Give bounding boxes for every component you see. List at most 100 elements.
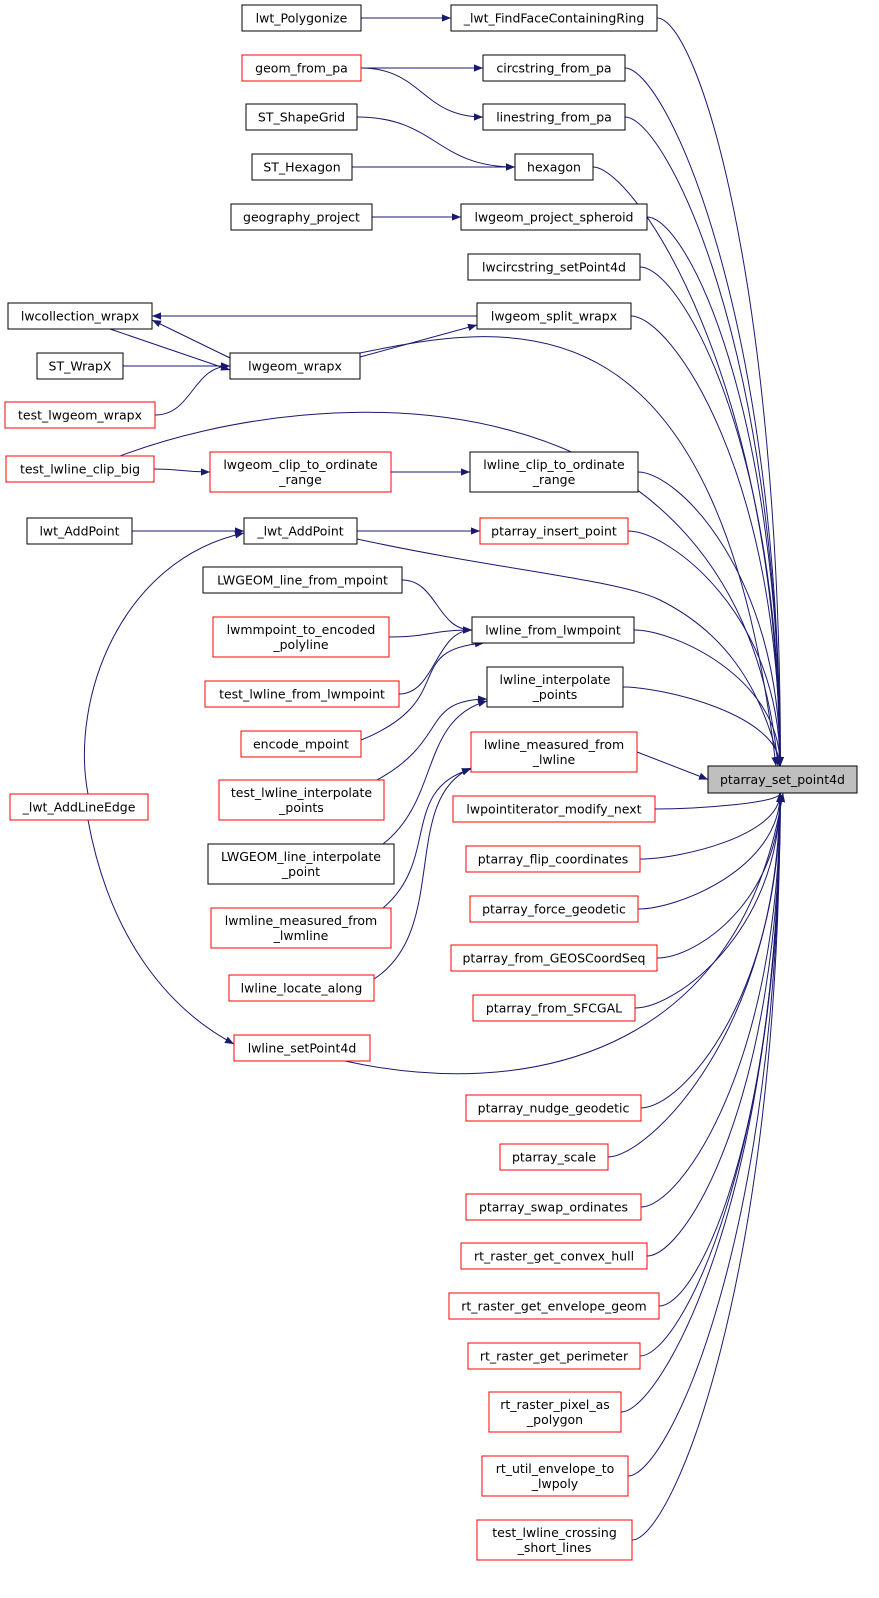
- node-box: [243, 517, 358, 545]
- node-lwline_locate_along[interactable]: lwline_locate_along: [228, 974, 375, 1002]
- node-lwgeom_wrapx[interactable]: lwgeom_wrapx: [229, 352, 361, 380]
- node-lwt_AddPoint[interactable]: lwt_AddPoint: [26, 517, 133, 545]
- node-rt_util_envelope_to_lwpoly[interactable]: rt_util_envelope_to_lwpoly: [481, 1455, 629, 1497]
- node-label: lwgeom_split_wrapx: [491, 309, 617, 324]
- node-rt_raster_get_envelope_geom[interactable]: rt_raster_get_envelope_geom: [448, 1292, 660, 1320]
- node-_lwt_AddLineEdge[interactable]: _lwt_AddLineEdge: [9, 793, 149, 821]
- edge-path: [624, 116, 784, 767]
- node-label: _short_lines: [517, 1540, 592, 1555]
- node-label: lwline_locate_along: [241, 981, 363, 996]
- node-box: [204, 680, 400, 708]
- edge-path: [119, 411, 781, 767]
- node-label: test_lwline_crossing: [492, 1525, 617, 1540]
- node-lwline_interpolate_points[interactable]: lwline_interpolate_points: [486, 666, 624, 708]
- edge-path: [639, 266, 784, 767]
- node-lwline_from_lwmpoint[interactable]: lwline_from_lwmpoint: [471, 616, 635, 644]
- node-lwgeom_clip_to_ordinate_range[interactable]: lwgeom_clip_to_ordinate_range: [209, 451, 392, 493]
- node-lwline_measured_from_lwline[interactable]: lwline_measured_from_lwline: [470, 731, 638, 773]
- node-test_lwline_crossing_short_lines[interactable]: test_lwline_crossing_short_lines: [476, 1519, 633, 1561]
- node-box: [471, 616, 635, 644]
- node-ptarray_nudge_geodetic[interactable]: ptarray_nudge_geodetic: [465, 1094, 642, 1122]
- edge-lwgeom_wrapx-to-ptarray_set_point4d: [359, 336, 779, 767]
- node-ptarray_from_GEOSCoordSeq[interactable]: ptarray_from_GEOSCoordSeq: [450, 944, 658, 972]
- node-label: lwline_interpolate: [500, 672, 611, 687]
- node-linestring_from_pa[interactable]: linestring_from_pa: [482, 103, 626, 131]
- node-label: _lwt_AddLineEdge: [22, 800, 136, 815]
- node-label: rt_raster_pixel_as: [500, 1397, 610, 1412]
- edge-path: [360, 67, 484, 121]
- node-lwgeom_project_spheroid[interactable]: lwgeom_project_spheroid: [460, 203, 648, 231]
- node-label: _lwt_AddPoint: [256, 524, 343, 539]
- node-test_lwline_from_lwmpoint[interactable]: test_lwline_from_lwmpoint: [204, 680, 400, 708]
- node-rt_raster_get_perimeter[interactable]: rt_raster_get_perimeter: [467, 1342, 641, 1370]
- node-ptarray_flip_coordinates[interactable]: ptarray_flip_coordinates: [465, 845, 641, 873]
- node-box: [465, 1193, 642, 1221]
- node-label: lwline_from_lwmpoint: [485, 623, 621, 638]
- node-test_lwline_clip_big[interactable]: test_lwline_clip_big: [5, 455, 155, 483]
- edge-path: [636, 751, 709, 780]
- node-rt_raster_pixel_as_polygon[interactable]: rt_raster_pixel_as_polygon: [488, 1391, 622, 1433]
- node-label: lwmline_measured_from: [225, 913, 377, 928]
- node-ST_Hexagon[interactable]: ST_Hexagon: [251, 153, 353, 181]
- edge-path: [356, 538, 782, 767]
- node-label: encode_mpoint: [253, 737, 349, 752]
- node-test_lwline_interpolate_points[interactable]: test_lwline_interpolate_points: [218, 779, 385, 821]
- edge-lwline_clip_to_ordinate_range-to-ptarray_set_point4d: [637, 471, 784, 767]
- node-ST_WrapX[interactable]: ST_WrapX: [36, 352, 124, 380]
- edge-lwpointiterator_modify_next-to-ptarray_set_point4d: [654, 792, 784, 810]
- node-label: lwline_measured_from: [484, 737, 624, 752]
- edge-path: [592, 166, 784, 767]
- node-_lwt_FindFaceContainingRing[interactable]: _lwt_FindFaceContainingRing: [450, 4, 658, 32]
- node-hexagon[interactable]: hexagon: [514, 153, 594, 181]
- node-lwcircstring_setPoint4d[interactable]: lwcircstring_setPoint4d: [467, 253, 641, 281]
- node-lwmmpoint_to_encoded_polyline[interactable]: lwmmpoint_to_encoded_polyline: [212, 616, 390, 658]
- node-ptarray_insert_point[interactable]: ptarray_insert_point: [479, 517, 629, 545]
- node-LWGEOM_line_interpolate_point[interactable]: LWGEOM_line_interpolate_point: [207, 843, 395, 885]
- node-LWGEOM_line_from_mpoint[interactable]: LWGEOM_line_from_mpoint: [202, 566, 403, 594]
- node-lwcollection_wrapx[interactable]: lwcollection_wrapx: [7, 302, 153, 330]
- node-lwgeom_split_wrapx[interactable]: lwgeom_split_wrapx: [476, 302, 632, 330]
- node-lwline_setPoint4d[interactable]: lwline_setPoint4d: [233, 1034, 371, 1062]
- node-ST_ShapeGrid[interactable]: ST_ShapeGrid: [245, 103, 358, 131]
- node-_lwt_AddPoint[interactable]: _lwt_AddPoint: [243, 517, 358, 545]
- edge-path: [398, 626, 473, 695]
- edge-ptarray_scale-to-ptarray_set_point4d: [607, 792, 784, 1158]
- edge-path: [153, 468, 211, 476]
- node-label: _range: [532, 472, 576, 487]
- edge-lwline_interpolate_points-to-ptarray_set_point4d: [622, 686, 784, 767]
- node-lwmline_measured_from_lwmline[interactable]: lwmline_measured_from_lwmline: [210, 907, 392, 949]
- edge-lwgeom_split_wrapx-to-ptarray_set_point4d: [630, 315, 784, 767]
- node-ptarray_scale[interactable]: ptarray_scale: [499, 1143, 609, 1171]
- node-label: ST_Hexagon: [263, 160, 340, 175]
- node-rt_raster_get_convex_hull[interactable]: rt_raster_get_convex_hull: [460, 1242, 648, 1270]
- node-ptarray_swap_ordinates[interactable]: ptarray_swap_ordinates: [465, 1193, 642, 1221]
- node-geography_project[interactable]: geography_project: [230, 203, 373, 231]
- edge-_lwt_AddLineEdge-to-lwline_setPoint4d: [87, 819, 235, 1045]
- node-test_lwgeom_wrapx[interactable]: test_lwgeom_wrapx: [4, 401, 156, 429]
- node-geom_from_pa[interactable]: geom_from_pa: [241, 54, 362, 82]
- node-circstring_from_pa[interactable]: circstring_from_pa: [482, 54, 626, 82]
- node-label: ptarray_from_GEOSCoordSeq: [463, 951, 646, 966]
- node-label: lwpointiterator_modify_next: [466, 802, 641, 817]
- node-ptarray_force_geodetic[interactable]: ptarray_force_geodetic: [469, 895, 639, 923]
- node-ptarray_set_point4d[interactable]: ptarray_set_point4d: [707, 765, 858, 794]
- node-box: [209, 451, 392, 493]
- edge-test_lwgeom_wrapx-to-lwgeom_wrapx: [154, 362, 231, 416]
- node-lwline_clip_to_ordinate_range[interactable]: lwline_clip_to_ordinate_range: [469, 451, 639, 493]
- edge-path: [359, 323, 478, 358]
- node-box: [499, 1143, 609, 1171]
- node-box: [452, 795, 656, 823]
- edge-path: [634, 792, 784, 1009]
- node-encode_mpoint[interactable]: encode_mpoint: [240, 730, 362, 758]
- edge-LWGEOM_line_from_mpoint-to-lwline_from_lwmpoint: [401, 579, 473, 634]
- node-label: LWGEOM_line_interpolate: [221, 849, 381, 864]
- node-label: _lwpoly: [531, 1476, 579, 1491]
- edge-lwline_from_lwmpoint-to-ptarray_set_point4d: [633, 629, 784, 767]
- node-lwpointiterator_modify_next[interactable]: lwpointiterator_modify_next: [452, 795, 656, 823]
- node-lwt_Polygonize[interactable]: lwt_Polygonize: [241, 4, 362, 32]
- node-label: rt_raster_get_convex_hull: [474, 1249, 634, 1264]
- edge-_lwt_AddLineEdge-to-_lwt_AddPoint: [84, 531, 245, 795]
- node-box: [467, 1342, 641, 1370]
- node-ptarray_from_SFCGAL[interactable]: ptarray_from_SFCGAL: [472, 994, 636, 1022]
- edge-path: [622, 686, 784, 767]
